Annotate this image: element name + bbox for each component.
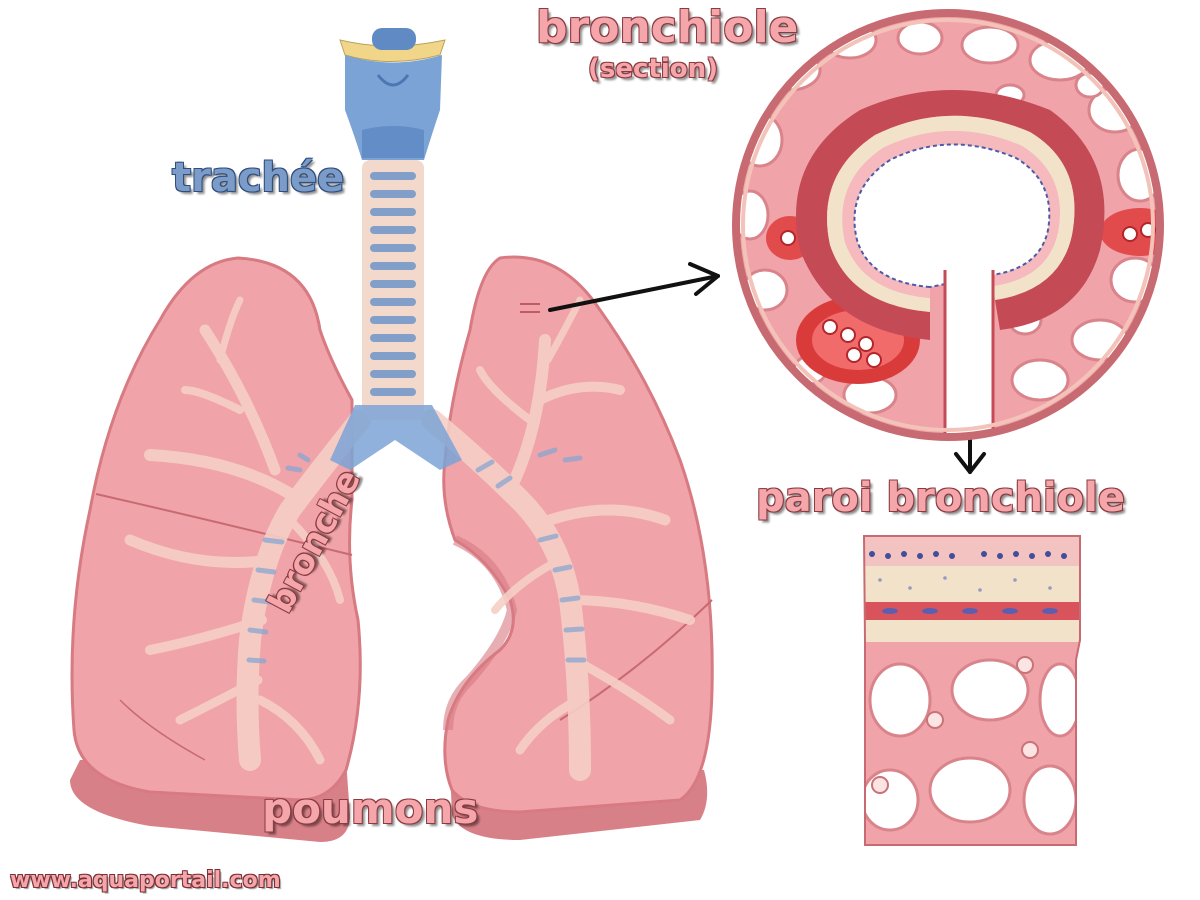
wall-alveoli	[864, 658, 1080, 836]
right-lung-cardiac-notch	[443, 535, 518, 731]
thyroid-notch	[376, 74, 410, 87]
carina	[330, 405, 462, 470]
bronchiole-label: bronchiole	[536, 2, 799, 53]
cricoid-cartilage	[362, 126, 424, 158]
trachea-rings	[370, 172, 416, 396]
larynx-hyoid	[339, 39, 446, 62]
larynx-top	[372, 28, 416, 50]
trachea-label: trachée	[172, 155, 345, 201]
section-circle-border	[732, 9, 1164, 441]
bronchiole-wall-detail	[862, 535, 1081, 846]
capillary-right	[1100, 208, 1160, 256]
zoom-marker	[520, 303, 540, 313]
wall-connective-tissue	[864, 566, 1080, 602]
lungs-label: poumons	[262, 784, 479, 833]
left-lung-fissure-lower	[119, 699, 206, 761]
section-cut	[945, 270, 993, 437]
watermark-url: www.aquaportail.com	[10, 868, 281, 893]
bronchiole-wall-label: paroi bronchiole	[756, 475, 1126, 521]
wall-epithelium	[864, 536, 1080, 566]
bronchiole-lumen	[853, 143, 1051, 289]
bronchial-tree	[124, 296, 695, 781]
section-label: (section)	[588, 54, 718, 84]
trachea	[330, 28, 462, 470]
wall-capillaries	[871, 656, 1039, 794]
bronchi-cartilage	[246, 447, 587, 664]
zoom-arrow	[548, 262, 720, 312]
right-lung	[442, 255, 714, 840]
left-lung-shape	[70, 256, 362, 802]
bronchiole-section	[732, 9, 1164, 441]
trachea-tube	[362, 160, 424, 420]
